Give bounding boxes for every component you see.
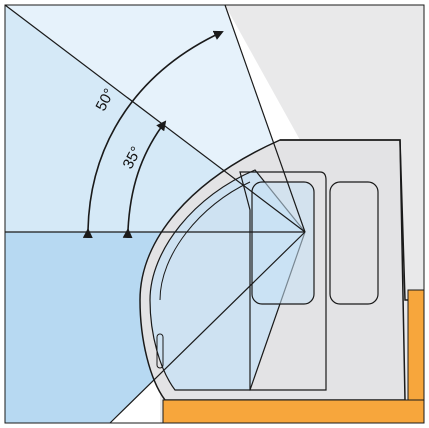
arc-50-degree	[82, 30, 224, 239]
sight-line-lower	[109, 231, 306, 424]
front-handle	[156, 333, 164, 369]
diagram-border	[4, 4, 425, 424]
orange-chassis-bottom	[162, 399, 425, 424]
cab-side-window-front	[251, 181, 315, 305]
sight-line-upper-50	[224, 4, 306, 233]
arc-35-degree	[122, 120, 167, 239]
cab-roof-line	[280, 139, 408, 301]
cab-door-outline	[239, 171, 327, 391]
orange-chassis-side	[407, 289, 425, 401]
cab-side-window-rear	[329, 181, 379, 305]
